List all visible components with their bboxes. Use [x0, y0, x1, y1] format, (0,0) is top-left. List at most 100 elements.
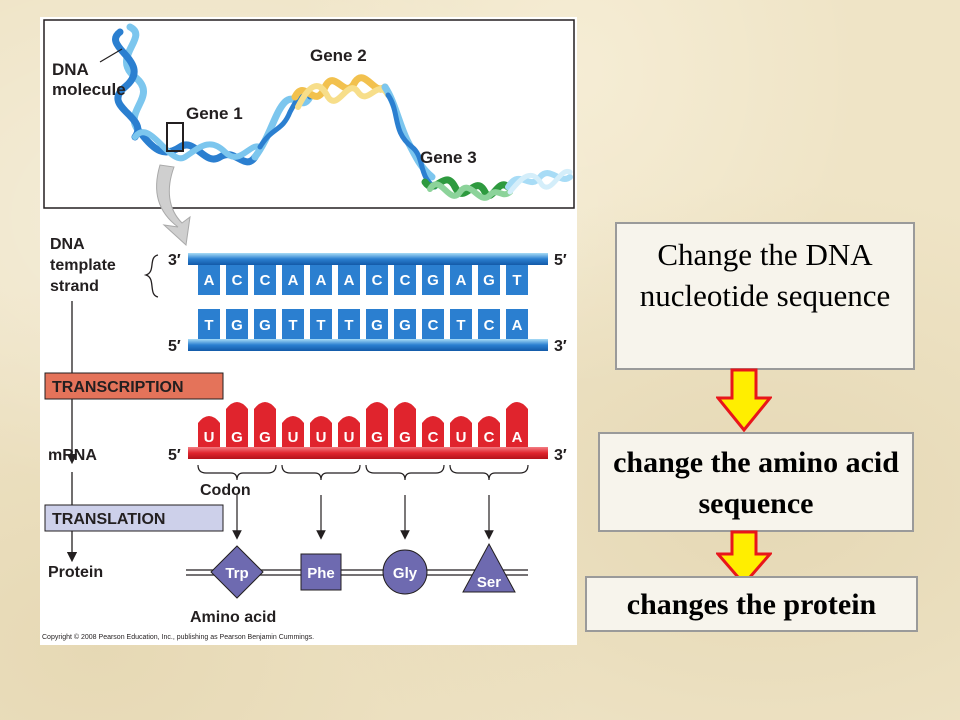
template-base-letter: C — [400, 272, 411, 289]
complement-base-letter: T — [316, 317, 325, 334]
complement-base — [422, 309, 444, 339]
dna-bottom-3prime: 3′ — [554, 338, 567, 355]
template-base-letter: C — [372, 272, 383, 289]
complement-base-letter: T — [288, 317, 297, 334]
mrna-base — [394, 402, 416, 447]
complement-base-letter: G — [259, 317, 271, 334]
mrna-base-letter: U — [288, 429, 299, 446]
dna-molecule-label-1: DNA — [52, 60, 89, 79]
mrna-label: mRNA — [48, 447, 97, 464]
zoom-arrow — [156, 164, 191, 247]
mrna-base — [310, 416, 332, 447]
transcription-banner — [44, 372, 224, 400]
complement-base-letter: C — [428, 317, 439, 334]
complement-base — [338, 309, 360, 339]
mrna-base-letter: U — [456, 429, 467, 446]
down-arrow-1-icon — [716, 368, 772, 432]
transcription-label: TRANSCRIPTION — [52, 379, 184, 396]
translation-label: TRANSLATION — [52, 511, 165, 528]
amino-acid-shape — [210, 545, 264, 599]
dna-top-3prime: 3′ — [168, 252, 181, 269]
template-base-letter: A — [288, 272, 299, 289]
amino-acid-shape — [382, 549, 428, 595]
complement-base — [366, 309, 388, 339]
mrna-base — [198, 416, 220, 447]
mrna-base-letter: G — [371, 429, 383, 446]
complement-base — [282, 309, 304, 339]
mrna-base — [450, 416, 472, 447]
codon-brace — [197, 464, 277, 481]
gene3-label: Gene 3 — [420, 148, 477, 167]
mrna-base — [226, 402, 248, 447]
complement-base — [310, 309, 332, 339]
mrna-base-letter: U — [204, 429, 215, 446]
complement-base — [226, 309, 248, 339]
mrna-base — [478, 416, 500, 447]
codon-brace — [449, 464, 529, 481]
dna-helix — [112, 23, 573, 201]
mrna-base-letter: G — [259, 429, 271, 446]
mrna-backbone — [188, 447, 548, 459]
mrna-base — [506, 402, 528, 447]
dna-molecule-label-2: molecule — [52, 80, 126, 99]
template-base — [226, 265, 248, 295]
codon-braces — [197, 464, 529, 540]
template-base-letter: A — [344, 272, 355, 289]
mrna-base — [254, 402, 276, 447]
mrna-base-letter: U — [316, 429, 327, 446]
template-base-letter: G — [427, 272, 439, 289]
template-base-letter: A — [456, 272, 467, 289]
complement-base — [450, 309, 472, 339]
template-base-letter: C — [260, 272, 271, 289]
template-base — [422, 265, 444, 295]
amino-acid-name: Ser — [477, 574, 501, 591]
mrna-base-letter: G — [399, 429, 411, 446]
dna-template-label-3: strand — [50, 278, 99, 295]
dna-bottom-5prime: 5′ — [168, 338, 181, 355]
amino-acid-name: Phe — [307, 565, 335, 582]
gene1-label: Gene 1 — [186, 104, 243, 123]
codon-brace — [365, 464, 445, 481]
dna-template-label-1: DNA — [50, 236, 85, 253]
mrna-base — [338, 416, 360, 447]
complement-base — [254, 309, 276, 339]
complement-base — [394, 309, 416, 339]
codon-label: Codon — [200, 482, 251, 499]
gene2-label: Gene 2 — [310, 46, 367, 65]
template-base-letter: C — [232, 272, 243, 289]
complement-base-letter: T — [456, 317, 465, 334]
complement-base-letter: T — [204, 317, 213, 334]
callout-change-dna: Change the DNA nucleotide sequence — [615, 222, 915, 370]
template-brace — [143, 254, 159, 298]
complement-base-letter: T — [344, 317, 353, 334]
mrna-base — [422, 416, 444, 447]
template-base-letter: G — [483, 272, 495, 289]
gene-expression-figure: DNA molecule Gene 1 Gene 2 Gene 3 DNA te… — [40, 17, 577, 645]
dna-template-label-2: template — [50, 257, 116, 274]
codon-brace — [281, 464, 361, 481]
mrna-3prime: 3′ — [554, 447, 567, 464]
mrna-base-letter: C — [428, 429, 439, 446]
template-base — [254, 265, 276, 295]
amino-acid-label: Amino acid — [190, 609, 276, 626]
complement-base — [506, 309, 528, 339]
dna-top-5prime: 5′ — [554, 252, 567, 269]
complement-base-letter: G — [231, 317, 243, 334]
template-base — [506, 265, 528, 295]
callout-change-amino-acid: change the amino acid sequence — [598, 432, 914, 532]
template-base-letter: A — [204, 272, 215, 289]
template-base — [450, 265, 472, 295]
dna-molecule-leader — [99, 48, 123, 63]
mrna-5prime: 5′ — [168, 447, 181, 464]
template-base-letter: T — [512, 272, 521, 289]
template-base — [394, 265, 416, 295]
amino-acid-shape — [300, 553, 342, 591]
mrna-base — [366, 402, 388, 447]
down-arrow-2-icon — [716, 530, 772, 586]
amino-acid-shape — [462, 542, 516, 593]
complement-base-letter: G — [371, 317, 383, 334]
figure-svg: DNA molecule Gene 1 Gene 2 Gene 3 DNA te… — [42, 19, 575, 641]
